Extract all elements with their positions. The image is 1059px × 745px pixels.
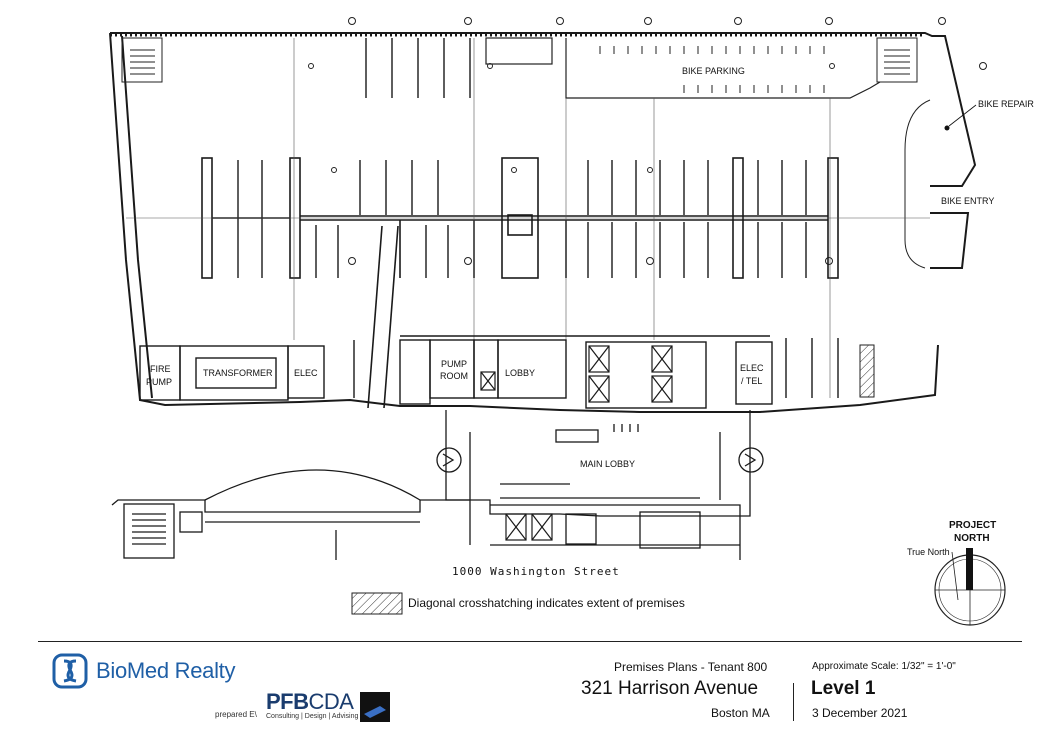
address: 321 Harrison Avenue — [581, 678, 759, 699]
level: Level 1 — [811, 678, 876, 699]
label-fire-pump-2: PUMP — [146, 377, 172, 387]
brand-name: BioMed Realty — [96, 658, 236, 683]
label-pump-room-1: PUMP — [441, 359, 467, 369]
ramp — [367, 225, 399, 409]
label-elec: ELEC — [294, 368, 318, 378]
biomed-logo: BioMed Realty — [52, 653, 235, 689]
stair-top-left — [121, 37, 163, 83]
legend-hatch-swatch — [351, 592, 403, 615]
prepared-by: prepared E\ — [215, 710, 257, 719]
legend-text: Diagonal crosshatching indicates extent … — [408, 596, 685, 610]
label-bike-parking: BIKE PARKING — [682, 66, 745, 76]
service-rooms — [139, 335, 773, 409]
firm-tagline: Consulting | Design | Advising — [266, 713, 359, 720]
true-north-label: True North — [907, 547, 950, 557]
label-transformer: TRANSFORMER — [203, 368, 273, 378]
project-north-label-1: PROJECT — [949, 520, 996, 531]
label-elec-tel-1: ELEC — [740, 363, 764, 373]
label-bike-repair: BIKE REPAIR — [978, 99, 1034, 109]
label-main-lobby: MAIN LOBBY — [580, 459, 635, 469]
city: Boston MA — [711, 706, 770, 720]
pfbcda-logo: PFBCDA Consulting | Design | Advising — [266, 689, 358, 720]
project-north-label-2: NORTH — [954, 533, 990, 544]
premises-hatch-sample — [859, 344, 875, 398]
bike-repair-pointer — [944, 104, 977, 131]
date: 3 December 2021 — [812, 706, 908, 720]
title-block-divider — [793, 683, 794, 721]
label-bike-entry: BIKE ENTRY — [941, 196, 994, 206]
footer-divider — [38, 641, 1022, 642]
stair-top-right — [876, 37, 918, 83]
label-lobby: LOBBY — [505, 368, 535, 378]
north-compass: PROJECT NORTH True North — [907, 520, 1006, 626]
firm-name-a: PFB — [266, 689, 309, 714]
parking-stalls — [237, 38, 839, 398]
doc-title: Premises Plans - Tenant 800 — [614, 660, 768, 674]
pfbcda-mark-icon — [360, 692, 390, 722]
street-label: 1000 Washington Street — [452, 565, 620, 578]
structural-grid — [126, 38, 930, 398]
biomed-mark-icon — [52, 653, 88, 689]
label-fire-pump-1: FIRE — [150, 364, 171, 374]
label-pump-room-2: ROOM — [440, 371, 468, 381]
label-elec-tel-2: / TEL — [741, 376, 762, 386]
adjacent-building — [111, 469, 741, 560]
firm-name-b: CDA — [308, 689, 354, 714]
garage-outline — [109, 32, 977, 413]
bike-entry-path — [904, 99, 931, 269]
elevators — [480, 345, 673, 541]
bike-parking-area — [485, 37, 881, 99]
column-markers — [308, 17, 987, 265]
scale: Approximate Scale: 1/32" = 1'-0" — [812, 661, 956, 672]
north-arrow-icon — [966, 548, 973, 590]
main-lobby — [436, 410, 764, 517]
